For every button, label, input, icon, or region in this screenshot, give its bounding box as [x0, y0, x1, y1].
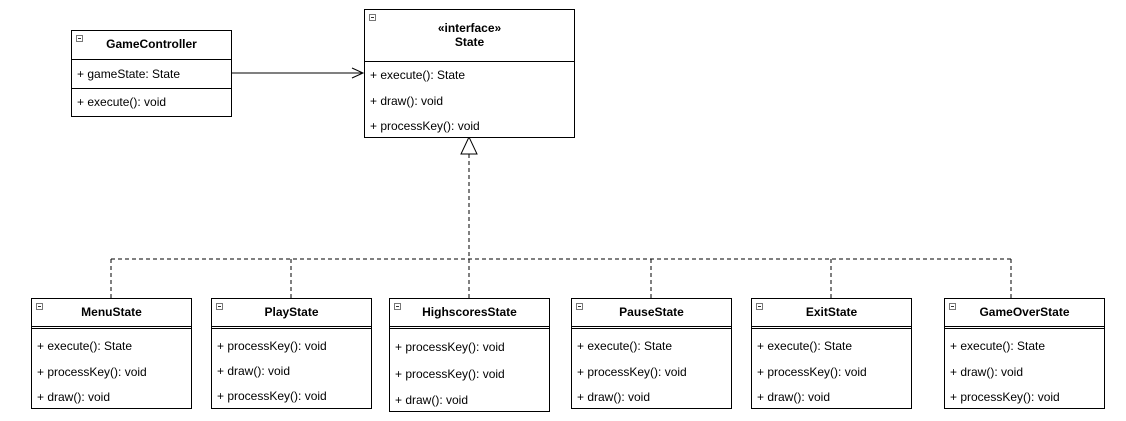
game-controller-class-box[interactable]: GameController + gameState: State + exec…: [71, 30, 232, 117]
play-state-class-box[interactable]: PlayState + processKey(): void + draw():…: [211, 298, 372, 409]
collapse-toggle-icon[interactable]: [756, 303, 763, 310]
class-name: PlayState: [264, 305, 319, 319]
attributes-compartment: + gameState: State: [72, 60, 231, 89]
class-name: MenuState: [81, 305, 142, 319]
class-name: State: [454, 35, 485, 49]
operation: + processKey(): void: [395, 366, 505, 381]
operation: + execute(): void: [77, 95, 167, 109]
operation: + execute(): State: [577, 339, 673, 353]
operation: + processKey(): void: [37, 364, 147, 379]
operations-compartment: + execute(): void: [72, 89, 231, 116]
class-name: HighscoresState: [422, 305, 517, 319]
pause-state-class-box[interactable]: PauseState + execute(): State + processK…: [571, 298, 732, 409]
operation: + draw(): void: [395, 393, 469, 407]
class-header: HighscoresState: [390, 299, 549, 329]
operation: + draw(): void: [217, 364, 291, 378]
operations-compartment: + execute(): State + processKey(): void …: [572, 329, 731, 411]
state-interface-box[interactable]: «interface» State + execute(): State + d…: [364, 9, 575, 138]
highscores-state-class-box[interactable]: HighscoresState + processKey(): void + p…: [389, 298, 550, 412]
operations-compartment: + processKey(): void + draw(): void + pr…: [212, 329, 371, 409]
class-name: PauseState: [619, 305, 684, 319]
operation: + processKey(): void: [217, 339, 327, 353]
class-header: GameController: [72, 31, 231, 60]
operation: + processKey(): void: [217, 389, 327, 403]
attribute: + gameState: State: [77, 67, 181, 81]
operation: + draw(): void: [37, 390, 111, 404]
operation: + processKey(): void: [950, 390, 1060, 404]
class-header: PlayState: [212, 299, 371, 329]
class-name: ExitState: [805, 305, 858, 319]
operation: + draw(): void: [950, 364, 1024, 379]
operation: + execute(): State: [370, 68, 466, 82]
exit-state-class-box[interactable]: ExitState + execute(): State + processKe…: [751, 298, 912, 409]
collapse-toggle-icon[interactable]: [576, 303, 583, 310]
class-header: GameOverState: [945, 299, 1104, 329]
operations-compartment: + execute(): State + processKey(): void …: [32, 329, 191, 411]
operation: + processKey(): void: [757, 364, 867, 379]
operation: + draw(): void: [757, 390, 831, 404]
operation: + processKey(): void: [395, 340, 505, 354]
operation: + execute(): State: [757, 339, 853, 353]
class-header: MenuState: [32, 299, 191, 329]
operation: + execute(): State: [950, 339, 1046, 353]
game-over-state-class-box[interactable]: GameOverState + execute(): State + draw(…: [944, 298, 1105, 409]
class-header: «interface» State: [365, 10, 574, 62]
operations-compartment: + execute(): State + draw(): void + proc…: [945, 329, 1104, 411]
collapse-toggle-icon[interactable]: [369, 14, 376, 21]
collapse-toggle-icon[interactable]: [216, 303, 223, 310]
operation: + draw(): void: [577, 390, 651, 404]
class-name: GameOverState: [979, 305, 1070, 319]
collapse-toggle-icon[interactable]: [36, 303, 43, 310]
operations-compartment: + processKey(): void + processKey(): voi…: [390, 329, 549, 414]
operation: + draw(): void: [370, 93, 444, 108]
menu-state-class-box[interactable]: MenuState + execute(): State + processKe…: [31, 298, 192, 409]
open-arrowhead-icon: [351, 67, 365, 79]
operation: + processKey(): void: [370, 119, 480, 133]
operations-compartment: + execute(): State + processKey(): void …: [752, 329, 911, 411]
collapse-toggle-icon[interactable]: [76, 35, 83, 42]
operation: + processKey(): void: [577, 364, 687, 379]
operations-compartment: + execute(): State + draw(): void + proc…: [365, 62, 574, 145]
class-header: PauseState: [572, 299, 731, 329]
class-header: ExitState: [752, 299, 911, 329]
class-name: GameController: [106, 37, 197, 51]
operation: + execute(): State: [37, 339, 133, 353]
stereotype-label: «interface»: [437, 21, 502, 35]
collapse-toggle-icon[interactable]: [949, 303, 956, 310]
collapse-toggle-icon[interactable]: [394, 303, 401, 310]
